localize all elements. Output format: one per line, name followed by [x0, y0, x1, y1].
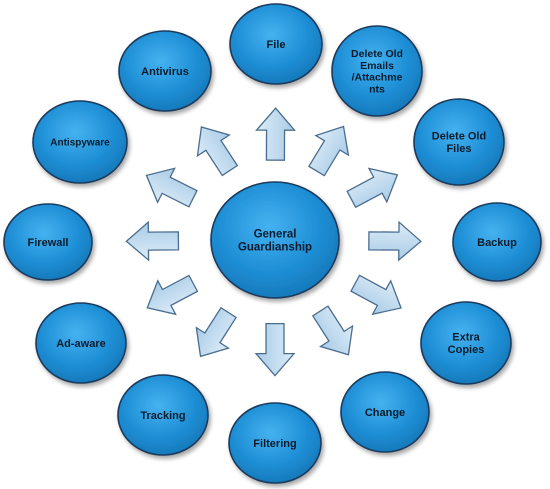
node-tracking: Tracking — [117, 374, 209, 456]
arrow-to-firewall — [125, 220, 180, 262]
node-file: File — [229, 3, 323, 85]
node-filtering-label: Filtering — [253, 438, 296, 450]
arrow-to-file — [255, 107, 296, 161]
node-ad-aware-circle — [35, 302, 127, 384]
node-backup-circle — [452, 202, 542, 282]
node-antispyware: Antispyware — [32, 100, 128, 184]
node-backup: Backup — [452, 202, 542, 282]
node-tracking-circle — [117, 374, 209, 456]
center-node-circle — [210, 181, 340, 299]
arrow-to-filtering — [254, 322, 296, 377]
arrow-to-backup — [368, 220, 422, 262]
node-change: Change — [340, 371, 430, 453]
arrows-layer — [125, 107, 422, 377]
node-firewall-circle — [3, 203, 93, 281]
node-antivirus-circle — [118, 30, 212, 112]
arrow-to-antispyware — [145, 167, 198, 208]
node-filtering: Filtering — [228, 402, 322, 484]
node-ad-aware: Ad-aware — [35, 302, 127, 384]
node-extra-copies-circle — [420, 301, 512, 385]
arrow-to-tracking — [195, 306, 238, 358]
node-backup-label: Backup — [477, 237, 517, 249]
arrow-to-ad-aware — [146, 274, 199, 316]
node-change-label: Change — [365, 407, 405, 419]
arrow-to-antivirus — [196, 126, 239, 177]
node-antispyware-label: Antispyware — [50, 138, 110, 149]
node-file-label: File — [267, 39, 286, 51]
node-file-circle — [229, 3, 323, 85]
node-delete-old-emails-circle — [331, 25, 423, 117]
node-firewall: Firewall — [3, 203, 93, 281]
node-antivirus: Antivirus — [118, 30, 212, 112]
node-tracking-label: Tracking — [140, 410, 185, 422]
arrow-to-extra-copies — [350, 274, 402, 316]
node-antivirus-label: Antivirus — [141, 66, 189, 78]
node-change-circle — [340, 371, 430, 453]
node-delete-old-files-circle — [413, 98, 505, 186]
node-filtering-circle — [228, 402, 322, 484]
arrow-to-delete-old-emails — [308, 125, 350, 177]
arrow-to-delete-old-files — [346, 167, 399, 209]
node-ad-aware-label: Ad-aware — [56, 338, 106, 350]
node-antispyware-circle — [32, 100, 128, 184]
arrow-to-change — [311, 305, 354, 356]
node-firewall-label: Firewall — [28, 237, 69, 249]
